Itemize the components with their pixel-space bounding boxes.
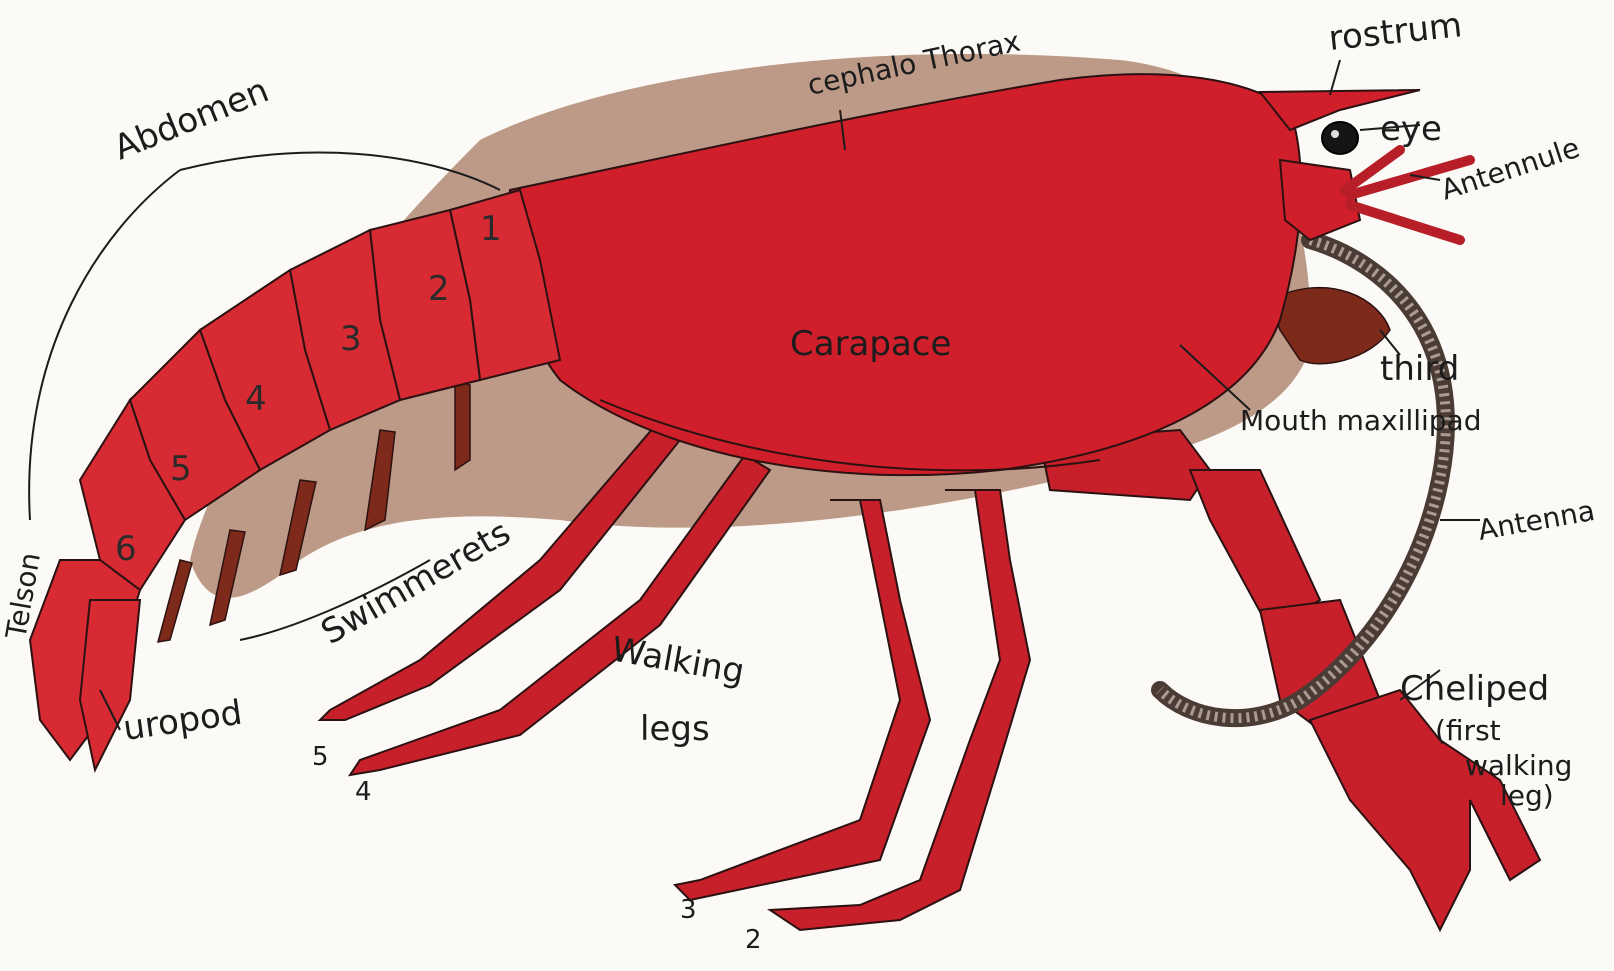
leg-number-4: 4 bbox=[355, 777, 372, 807]
label-third: third bbox=[1380, 349, 1459, 389]
eye bbox=[1322, 122, 1358, 154]
leg-number-2: 2 bbox=[745, 925, 762, 955]
label-carapace: Carapace bbox=[790, 324, 951, 364]
leg-number-3: 3 bbox=[680, 895, 697, 925]
label-cheliped-first: (first bbox=[1435, 714, 1501, 747]
label-uropod: uropod bbox=[121, 693, 245, 749]
label-rostrum: rostrum bbox=[1327, 5, 1464, 59]
segment-number-2: 2 bbox=[428, 269, 450, 309]
leg-number-5: 5 bbox=[312, 742, 329, 772]
label-cheliped-leg: leg) bbox=[1500, 779, 1554, 812]
label-cheliped: Cheliped bbox=[1400, 669, 1549, 709]
label-mouth-maxillipad: Mouth maxillipad bbox=[1240, 404, 1482, 437]
segment-number-3: 3 bbox=[340, 319, 362, 359]
walking-leg-3 bbox=[675, 500, 930, 900]
segment-number-4: 4 bbox=[245, 379, 267, 419]
label-antenna: Antenna bbox=[1475, 494, 1597, 547]
label-eye: eye bbox=[1380, 109, 1442, 149]
segment-number-6: 6 bbox=[115, 529, 137, 569]
label-legs: legs bbox=[640, 709, 710, 749]
segment-number-1: 1 bbox=[480, 209, 502, 249]
segment-number-5: 5 bbox=[170, 449, 192, 489]
label-antennule: Antennule bbox=[1437, 131, 1584, 207]
label-cheliped-walking: walking bbox=[1465, 749, 1572, 782]
label-abdomen: Abdomen bbox=[108, 70, 274, 168]
label-walking: Walking bbox=[608, 629, 747, 692]
